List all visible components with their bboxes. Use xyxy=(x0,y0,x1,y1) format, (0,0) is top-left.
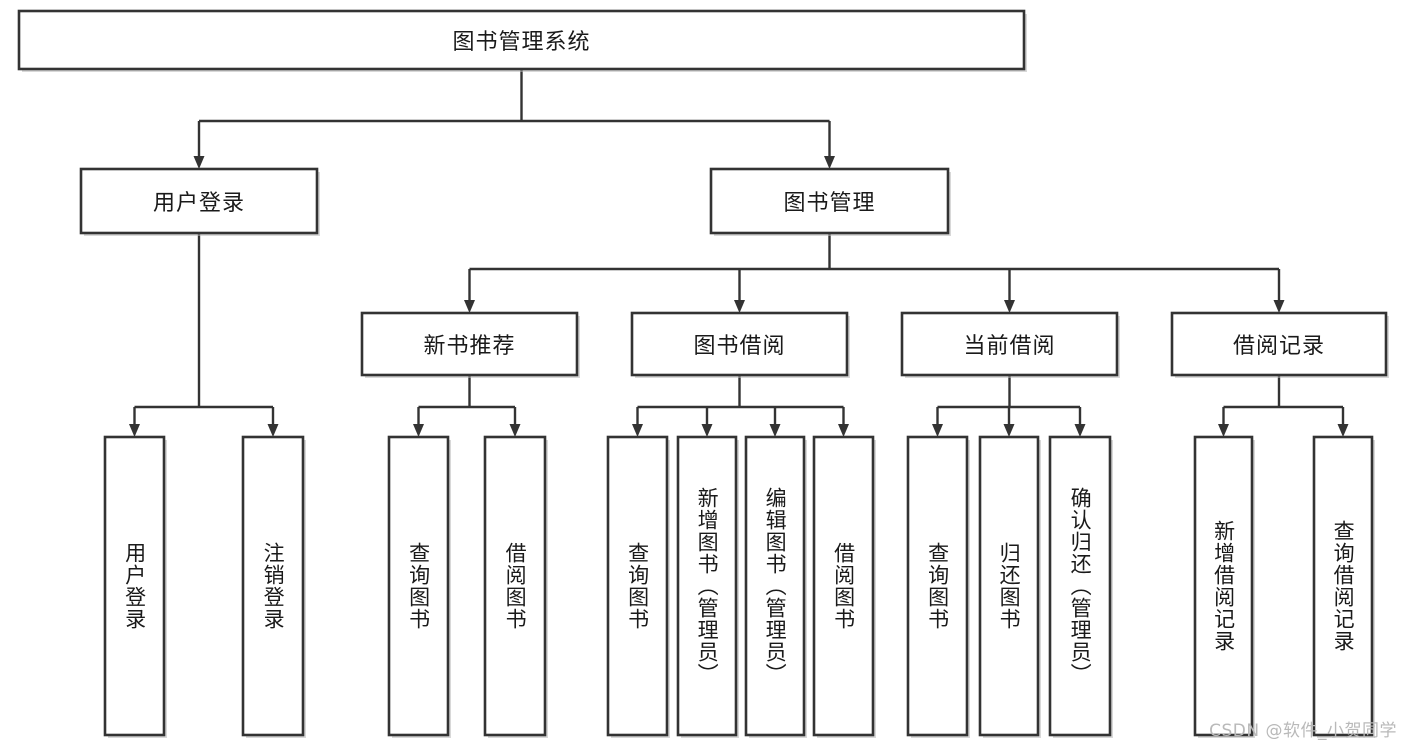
connector-arrowhead xyxy=(632,424,643,437)
connector-arrowhead xyxy=(509,424,521,437)
node-box-l2_0[interactable] xyxy=(79,167,319,235)
node-box-leaf_8[interactable] xyxy=(906,435,969,737)
node-box-leaf_5[interactable] xyxy=(676,435,738,737)
connector-arrowhead xyxy=(464,300,475,313)
connector-arrowhead xyxy=(413,424,424,437)
node-box-layer xyxy=(17,9,1389,738)
node-box-leaf_3[interactable] xyxy=(483,435,547,737)
connector-arrowhead xyxy=(701,424,713,437)
node-box-leaf_7[interactable] xyxy=(812,435,875,737)
node-box-leaf_2[interactable] xyxy=(387,435,450,737)
node-box-root[interactable] xyxy=(17,9,1026,71)
connector-arrowhead xyxy=(1218,424,1229,437)
node-box-l3_2[interactable] xyxy=(900,311,1119,377)
connector-arrowhead xyxy=(129,424,140,437)
connector-arrowhead xyxy=(932,424,943,437)
connector-layer xyxy=(129,69,1349,437)
connector-arrowhead xyxy=(1074,424,1086,437)
node-box-leaf_10[interactable] xyxy=(1048,435,1112,737)
node-box-l3_0[interactable] xyxy=(360,311,579,377)
node-box-leaf_6[interactable] xyxy=(744,435,806,737)
node-box-leaf_4[interactable] xyxy=(606,435,669,737)
connector-arrowhead xyxy=(193,156,205,169)
connector-arrowhead xyxy=(1337,424,1349,437)
node-box-l3_3[interactable] xyxy=(1170,311,1388,377)
connector-arrowhead xyxy=(1273,300,1285,313)
node-box-l3_1[interactable] xyxy=(630,311,849,377)
connector-arrowhead xyxy=(1003,424,1015,437)
connector-arrowhead xyxy=(769,424,781,437)
node-box-leaf_0[interactable] xyxy=(103,435,166,737)
node-box-leaf_11[interactable] xyxy=(1193,435,1254,737)
node-box-leaf_1[interactable] xyxy=(241,435,305,737)
node-box-l2_1[interactable] xyxy=(709,167,950,235)
connector-arrowhead xyxy=(267,424,279,437)
node-box-leaf_12[interactable] xyxy=(1312,435,1374,737)
node-box-leaf_9[interactable] xyxy=(978,435,1040,737)
connector-arrowhead xyxy=(838,424,849,437)
connector-arrowhead xyxy=(734,300,745,313)
connector-arrowhead xyxy=(1004,300,1015,313)
connector-arrowhead xyxy=(824,156,835,169)
